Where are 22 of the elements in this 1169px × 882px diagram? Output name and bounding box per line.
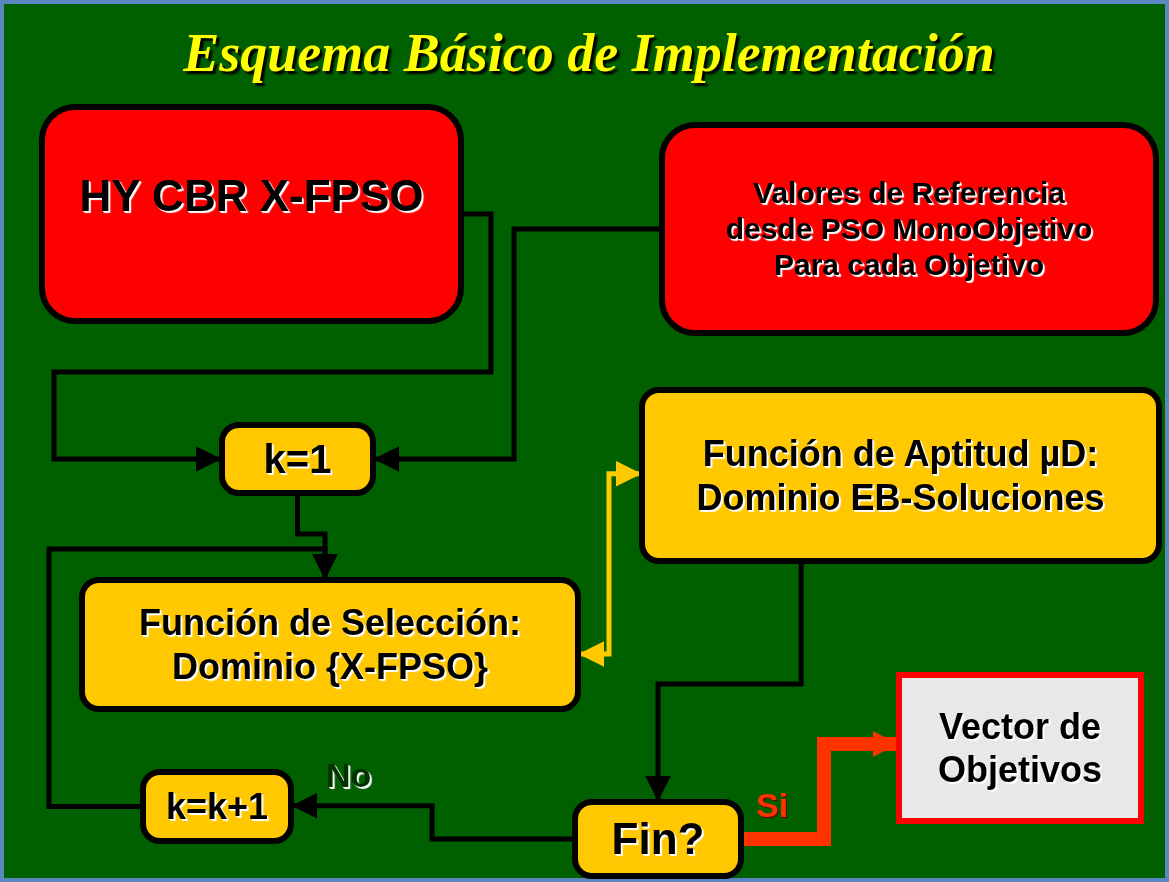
result-box (896, 672, 1144, 824)
process-box (140, 769, 294, 844)
process-box (219, 422, 376, 496)
process-box (79, 577, 581, 712)
arrow (46, 546, 338, 809)
arrow (51, 211, 494, 472)
node-text: Función de Aptitud µD: Dominio EB-Soluciones (695, 432, 1106, 519)
start-box (39, 104, 464, 324)
node-text: Valores de Referencia desde PSO MonoObjetivo Para cada Objetivo (724, 175, 1094, 283)
process-box (639, 387, 1162, 564)
process-box (572, 799, 744, 879)
node-text: HY CBR X-FPSO (79, 170, 424, 222)
node-text: Vector de Objetivos (936, 704, 1103, 792)
diagram-title: Esquema Básico de Implementación (182, 22, 996, 84)
arrow (645, 564, 804, 802)
node-text: k=k+1 (165, 784, 269, 829)
node-text: k=1 (263, 436, 332, 483)
node-text: Fin? (611, 812, 705, 865)
edge-label: No (326, 756, 372, 795)
node-text: Función de Selección: Dominio {X-FPSO} (137, 601, 523, 688)
edge-label: Si (756, 786, 789, 825)
start-box (659, 122, 1159, 336)
